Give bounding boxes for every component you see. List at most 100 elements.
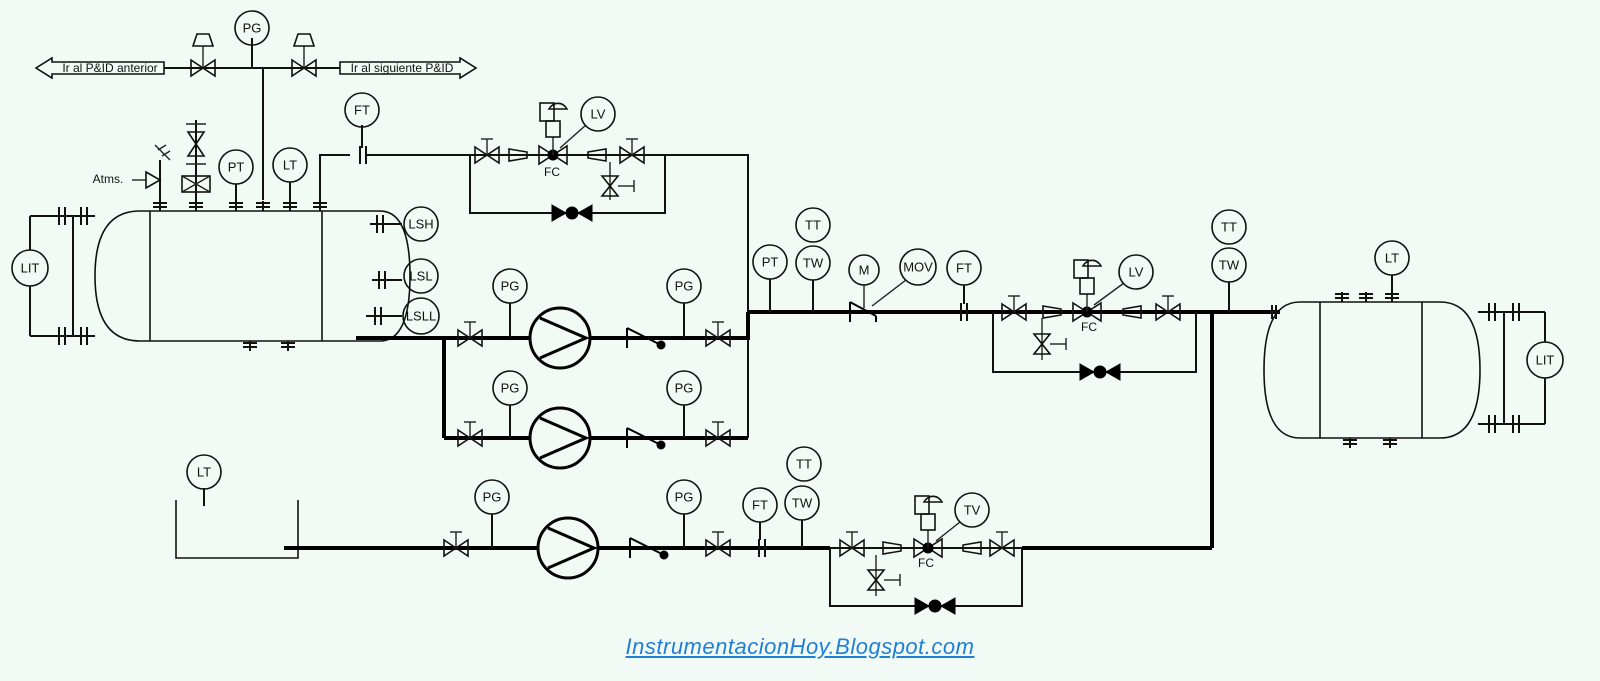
lit-right-tag: LIT	[1536, 353, 1555, 368]
ft-top-bubble[interactable]	[344, 92, 380, 128]
offpage-next-connector[interactable]: Ir al siguiente P&ID	[339, 56, 478, 80]
gate-valve-bottom-downstream[interactable]	[989, 531, 1015, 557]
tt-bottom-bubble[interactable]	[786, 446, 822, 482]
tw-bottom-bubble[interactable]	[784, 485, 820, 521]
tw-right-bubble[interactable]	[1211, 247, 1247, 283]
lt-tank-tag: LT	[283, 158, 297, 173]
watermark-link[interactable]: InstrumentacionHoy.Blogspot.com	[625, 634, 975, 659]
p3-suction-valve[interactable]	[443, 531, 469, 557]
pg-p2-discharge-tag: PG	[675, 381, 694, 396]
gate-valve-bottom-upstream[interactable]	[839, 531, 865, 557]
pump-1[interactable]	[528, 306, 592, 370]
tw-right-tag: TW	[1219, 258, 1240, 273]
pump-3[interactable]	[536, 516, 600, 580]
m-actuator-bubble[interactable]	[848, 254, 880, 286]
drain-valve-mid[interactable]	[1032, 333, 1052, 355]
lt-right-tank-bubble[interactable]	[1374, 240, 1410, 276]
tt-bottom-tag: TT	[796, 457, 812, 472]
pg-header-bubble[interactable]	[234, 10, 270, 46]
pt-tank-tag: PT	[228, 160, 245, 175]
left-horizontal-vessel[interactable]	[94, 210, 411, 342]
offpage-previous-label: Ir al P&ID anterior	[62, 61, 157, 75]
gate-valve-mid-upstream[interactable]	[1001, 295, 1027, 321]
tw-mid-tag: TW	[803, 256, 824, 271]
sump-pit[interactable]	[175, 500, 299, 559]
pg-p2-suction-tag: PG	[501, 381, 520, 396]
p1-suction-valve[interactable]	[457, 321, 483, 347]
drain-valve-top[interactable]	[600, 175, 620, 197]
pg-header-tag: PG	[243, 21, 262, 36]
pg-p3-suction-bubble[interactable]	[474, 479, 510, 515]
p3-discharge-valve[interactable]	[705, 531, 731, 557]
lt-tank-bubble[interactable]	[272, 147, 308, 183]
pump-2[interactable]	[528, 406, 592, 470]
p1-discharge-valve[interactable]	[705, 321, 731, 347]
pg-p1-discharge-tag: PG	[675, 279, 694, 294]
mov-valve[interactable]	[849, 285, 877, 322]
pg-p2-suction-bubble[interactable]	[492, 370, 528, 406]
lv-top-bubble[interactable]	[580, 96, 616, 132]
lsh-bubble[interactable]	[403, 206, 439, 242]
tv-bottom-bubble[interactable]	[954, 492, 990, 528]
right-horizontal-vessel[interactable]	[1263, 301, 1481, 439]
lsh-tag: LSH	[408, 217, 433, 232]
fc-bottom-label: FC	[918, 556, 934, 570]
ft-bottom-bubble[interactable]	[742, 487, 778, 523]
pg-p1-suction-bubble[interactable]	[492, 268, 528, 304]
lv-mid-tag: LV	[1129, 265, 1144, 280]
mov-bubble[interactable]	[899, 248, 937, 286]
gate-valve-mid-downstream[interactable]	[1155, 295, 1181, 321]
p2-discharge-valve[interactable]	[705, 421, 731, 447]
pg-p3-suction-tag: PG	[483, 490, 502, 505]
pg-p1-suction-tag: PG	[501, 279, 520, 294]
pt-tank-bubble[interactable]	[218, 149, 254, 185]
lit-left-bubble[interactable]	[11, 249, 49, 287]
tt-right-tag: TT	[1221, 220, 1237, 235]
lsll-tag: LSLL	[406, 309, 436, 324]
bypass-valve-mid[interactable]	[1079, 363, 1121, 381]
m-actuator-tag: M	[859, 263, 870, 278]
fc-mid-label: FC	[1081, 320, 1097, 334]
tt-mid-tag: TT	[805, 218, 821, 233]
bypass-valve-bottom[interactable]	[914, 597, 956, 615]
tv-bottom-tag: TV	[964, 503, 981, 518]
lt-right-tank-tag: LT	[1385, 251, 1399, 266]
bypass-valve-top[interactable]	[551, 204, 593, 222]
psv-tank[interactable]	[181, 120, 211, 201]
offpage-next-label: Ir al siguiente P&ID	[351, 61, 454, 75]
lv-top-tag: LV	[591, 107, 606, 122]
pg-p3-discharge-tag: PG	[675, 490, 694, 505]
lit-right-bubble[interactable]	[1526, 341, 1564, 379]
pg-p2-discharge-bubble[interactable]	[666, 370, 702, 406]
lsl-bubble[interactable]	[403, 258, 439, 294]
ft-bottom-tag: FT	[752, 498, 768, 513]
tw-mid-bubble[interactable]	[795, 245, 831, 281]
lsll-bubble[interactable]	[402, 297, 440, 335]
p2-suction-valve[interactable]	[457, 421, 483, 447]
lsl-tag: LSL	[409, 269, 432, 284]
fc-top-label: FC	[544, 165, 560, 179]
gate-valve-top-upstream[interactable]	[474, 138, 500, 164]
pg-p3-discharge-bubble[interactable]	[666, 479, 702, 515]
header-pcv-left[interactable]	[190, 33, 216, 78]
tt-right-bubble[interactable]	[1211, 209, 1247, 245]
tw-bottom-tag: TW	[792, 496, 813, 511]
lt-sump-tag: LT	[197, 465, 211, 480]
pg-p1-discharge-bubble[interactable]	[666, 268, 702, 304]
atmosphere-label: Atms.	[93, 172, 124, 186]
ft-mid-tag: FT	[956, 261, 972, 276]
lv-mid-bubble[interactable]	[1118, 254, 1154, 290]
header-pcv-right[interactable]	[291, 33, 317, 78]
drain-valve-bottom[interactable]	[866, 569, 886, 591]
ft-top-tag: FT	[354, 103, 370, 118]
lt-sump-bubble[interactable]	[186, 454, 222, 490]
lit-left-tag: LIT	[21, 261, 40, 276]
tt-mid-bubble[interactable]	[795, 207, 831, 243]
pt-mid-bubble[interactable]	[752, 244, 788, 280]
gate-valve-top-downstream[interactable]	[619, 138, 645, 164]
offpage-previous-connector[interactable]: Ir al P&ID anterior	[34, 56, 165, 80]
ft-mid-bubble[interactable]	[946, 250, 982, 286]
pt-mid-tag: PT	[762, 255, 779, 270]
